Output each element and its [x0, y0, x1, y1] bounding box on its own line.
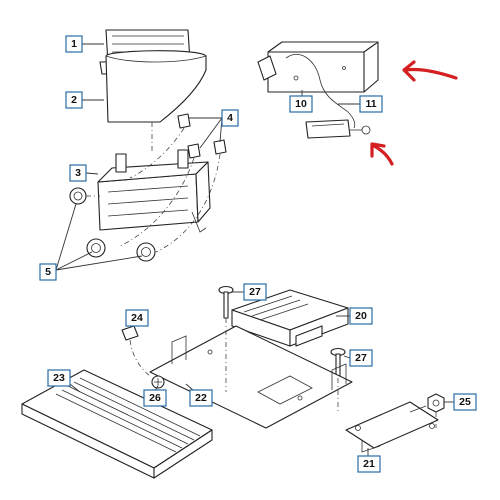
callout-label: 11 [365, 98, 376, 110]
callout-20: 20 [349, 307, 373, 325]
part-2-housing [105, 50, 207, 123]
assembly-lines-bottom [129, 318, 437, 428]
callout-label: 26 [149, 392, 161, 404]
callout-label: 27 [355, 352, 367, 364]
leader-lines [55, 43, 454, 462]
callout-23: 23 [47, 369, 71, 387]
part-3-bracket [97, 149, 211, 233]
part-27-bolts [218, 285, 346, 379]
callout-21: 21 [357, 455, 381, 473]
callout-label: 25 [459, 396, 471, 408]
callout-27-top: 27 [243, 283, 267, 301]
callout-label: 20 [355, 310, 367, 322]
callout-10: 10 [289, 95, 313, 113]
part-4-clips [177, 113, 227, 159]
callout-27-bottom: 27 [349, 349, 373, 367]
callout-label: 3 [75, 167, 81, 179]
callout-label: 21 [363, 458, 375, 470]
part-23-plate [21, 369, 213, 479]
callout-label: 2 [71, 94, 77, 106]
callout-24: 24 [125, 309, 149, 327]
callout-label: 23 [53, 372, 65, 384]
callout-label: 10 [295, 98, 307, 110]
callout-label: 1 [71, 38, 77, 50]
part-24-clipnut [121, 325, 139, 341]
part-25-nut [427, 393, 445, 413]
callout-label: 24 [131, 312, 143, 324]
callout-5: 5 [39, 263, 57, 281]
part-10-module [257, 41, 379, 93]
callout-4: 4 [221, 109, 239, 127]
callout-3: 3 [69, 164, 87, 182]
part-26-screw [151, 375, 165, 389]
callout-25: 25 [453, 393, 477, 411]
part-22-bracket [149, 325, 353, 429]
callout-label: 5 [45, 266, 51, 278]
part-11-harness [285, 54, 371, 139]
callout-26: 26 [143, 389, 167, 407]
part-21-bracket [345, 401, 439, 453]
red-annotation-arrows [370, 60, 458, 166]
callout-11: 11 [359, 95, 383, 113]
callout-1: 1 [65, 35, 83, 53]
callout-2: 2 [65, 91, 83, 109]
callout-label: 22 [195, 392, 207, 404]
callout-label: 4 [227, 112, 233, 124]
callout-label: 27 [249, 286, 261, 298]
assembly-lines-top [86, 122, 221, 253]
callout-22: 22 [189, 389, 213, 407]
